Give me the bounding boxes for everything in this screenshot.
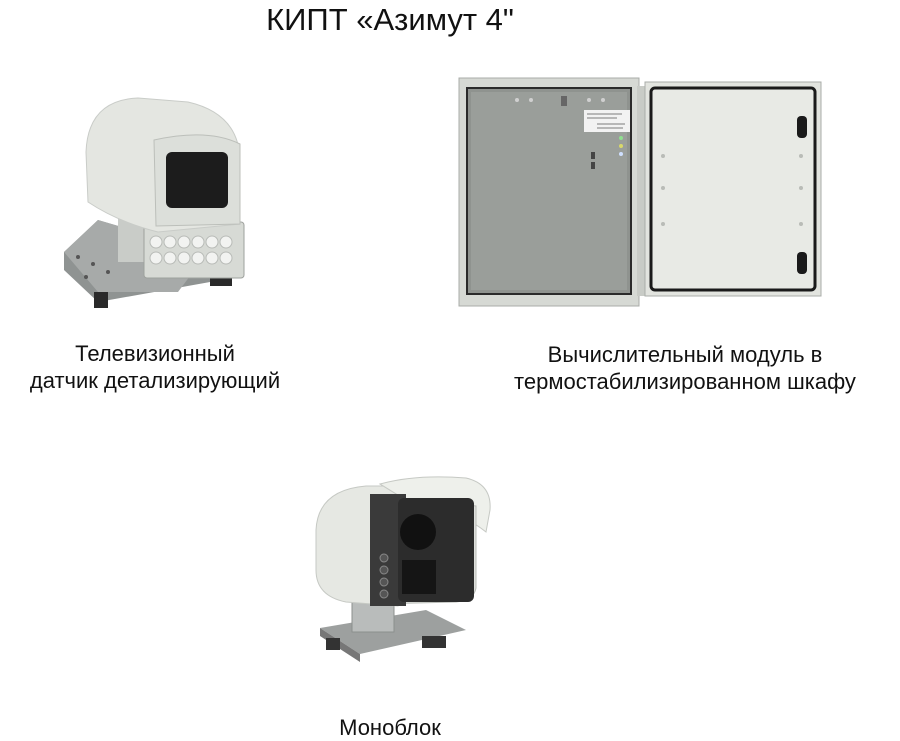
tv-sensor-caption-line-1: Телевизионный [75, 341, 235, 366]
monoblock-caption: Моноблок [300, 714, 480, 741]
page-title: КИПТ «Азимут 4" [266, 2, 514, 37]
tv-sensor-image [58, 92, 258, 312]
compute-module-caption-line-1: Вычислительный модуль в [547, 342, 823, 367]
monoblock-image [306, 470, 496, 690]
compute-module-caption-line-2: термостабилизированном шкафу [514, 369, 856, 394]
monoblock-caption-line-1: Моноблок [339, 715, 441, 740]
compute-module-cabinet-image [457, 76, 823, 308]
tv-sensor-caption: Телевизионный датчик детализирующий [0, 340, 310, 394]
tv-sensor-caption-line-2: датчик детализирующий [29, 368, 281, 393]
compute-module-caption: Вычислительный модуль в термостабилизиро… [470, 341, 900, 395]
